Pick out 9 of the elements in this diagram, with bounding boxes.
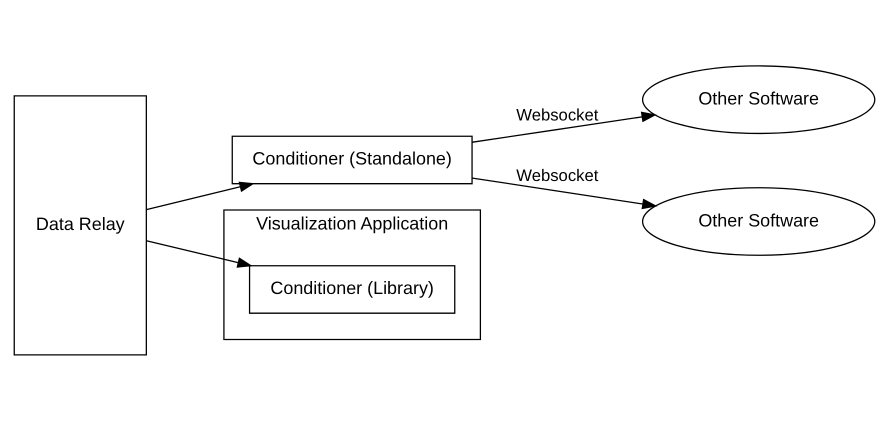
- edge-label: Websocket: [516, 106, 598, 125]
- arrow: [472, 112, 657, 143]
- node-box: Conditioner (Standalone): [232, 136, 473, 184]
- arrow: [472, 177, 658, 210]
- arrow: [146, 240, 253, 268]
- node-box: Conditioner (Library): [248, 265, 456, 314]
- arrow: [146, 182, 255, 210]
- node-box: Data Relay: [14, 95, 147, 356]
- edge-label: Websocket: [516, 166, 598, 185]
